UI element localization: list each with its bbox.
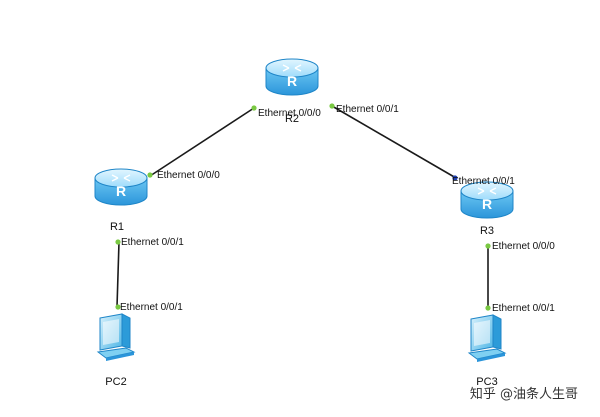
port-label: Ethernet 0/0/0 (157, 170, 220, 181)
pc-icon (468, 314, 506, 363)
pc2-node[interactable] (97, 313, 135, 362)
pc-icon (97, 313, 135, 362)
port-label: Ethernet 0/0/0 (258, 108, 321, 119)
pc3-label: PC3 (476, 376, 497, 388)
router-icon (265, 58, 319, 96)
port-label: Ethernet 0/0/0 (492, 241, 555, 252)
port-label: Ethernet 0/0/1 (336, 104, 399, 115)
pc2-label: PC2 (105, 376, 126, 388)
port-dot (485, 243, 491, 249)
port-label: Ethernet 0/0/1 (452, 176, 515, 187)
port-dot (147, 172, 153, 178)
link-r1-pc2 (116, 241, 120, 308)
router-icon (460, 181, 514, 219)
port-dot (115, 304, 121, 310)
port-dot (251, 105, 257, 111)
port-dot (329, 103, 335, 109)
r3-node[interactable] (460, 181, 514, 219)
port-dot (452, 175, 458, 181)
r2-node[interactable] (265, 58, 319, 96)
nodes-layer (94, 58, 514, 363)
r1-node[interactable] (94, 168, 148, 206)
router-icon (94, 168, 148, 206)
port-dot (485, 305, 491, 311)
port-label: Ethernet 0/0/1 (492, 303, 555, 314)
ports-layer (115, 103, 491, 311)
r3-label: R3 (480, 225, 494, 237)
port-label: Ethernet 0/0/1 (121, 237, 184, 248)
r2-label: R2 (285, 113, 299, 125)
watermark: 知乎 @油条人生哥 (470, 386, 578, 402)
pc3-node[interactable] (468, 314, 506, 363)
links-layer (116, 105, 489, 308)
port-label: Ethernet 0/0/1 (120, 302, 183, 313)
r1-label: R1 (110, 221, 124, 233)
link-r2-r3 (331, 105, 457, 179)
link-r2-r1 (149, 107, 255, 177)
port-dot (115, 239, 121, 245)
